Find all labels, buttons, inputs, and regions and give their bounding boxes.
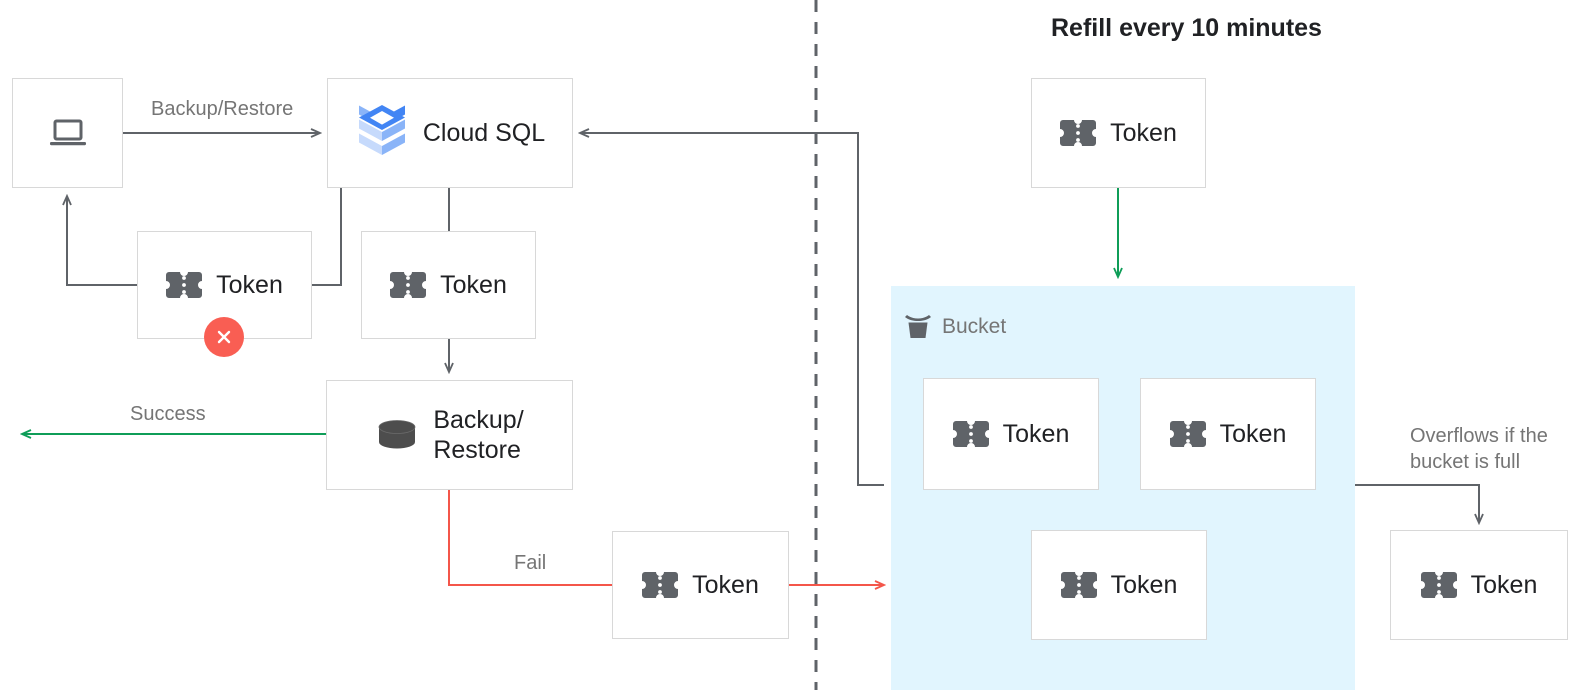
edge-label-overflow: Overflows if the bucket is full (1410, 425, 1548, 473)
edge-bucket-overflow (1355, 484, 1479, 523)
edge-label-success: Success (130, 403, 206, 425)
node-token-bucket-1[interactable]: Token (923, 378, 1099, 490)
node-token-bucket-2-label: Token (1219, 420, 1287, 448)
node-token-bucket-2[interactable]: Token (1140, 378, 1316, 490)
node-backup-restore[interactable]: Backup/ Restore (326, 380, 573, 490)
node-cloud-sql[interactable]: Cloud SQL (327, 78, 573, 188)
database-icon (375, 418, 419, 452)
edge-bucket-to-cloudsql (580, 133, 884, 486)
edge-tokenclient-to-client (67, 196, 137, 286)
bucket-icon (903, 313, 933, 341)
node-token-fail[interactable]: Token (612, 531, 789, 639)
edge-cloudsql-to-tokenclient (312, 188, 342, 286)
token-icon (1169, 419, 1206, 449)
token-icon (952, 419, 989, 449)
node-client[interactable] (12, 78, 123, 188)
node-token-fail-label: Token (692, 571, 759, 599)
cloud-sql-icon (355, 102, 409, 164)
node-token-client-label: Token (216, 271, 283, 299)
node-token-cloud-sql[interactable]: Token (361, 231, 536, 339)
token-icon (1060, 118, 1097, 148)
error-x-badge (204, 317, 244, 357)
node-token-overflow[interactable]: Token (1390, 530, 1568, 640)
node-token-overflow-label: Token (1470, 571, 1538, 599)
edge-label-backup-restore: Backup/Restore (151, 98, 294, 120)
node-token-cloud-sql-label: Token (440, 271, 507, 299)
node-token-bucket-1-label: Token (1002, 420, 1070, 448)
page-title: Refill every 10 minutes (1051, 14, 1322, 42)
node-backup-restore-label: Backup/ Restore (433, 406, 524, 464)
token-icon (1060, 570, 1097, 600)
node-cloud-sql-label: Cloud SQL (422, 119, 546, 147)
token-icon (390, 270, 427, 300)
node-token-refill[interactable]: Token (1031, 78, 1206, 188)
token-icon (166, 270, 203, 300)
token-icon (1420, 570, 1457, 600)
token-icon (642, 570, 679, 600)
node-token-bucket-3[interactable]: Token (1031, 530, 1207, 640)
node-token-refill-label: Token (1110, 119, 1177, 147)
node-token-bucket-3-label: Token (1110, 571, 1178, 599)
edge-label-fail: Fail (514, 552, 547, 574)
laptop-icon (48, 117, 88, 149)
bucket-label: Bucket (942, 315, 1007, 338)
bucket-label-group: Bucket (903, 313, 1006, 341)
